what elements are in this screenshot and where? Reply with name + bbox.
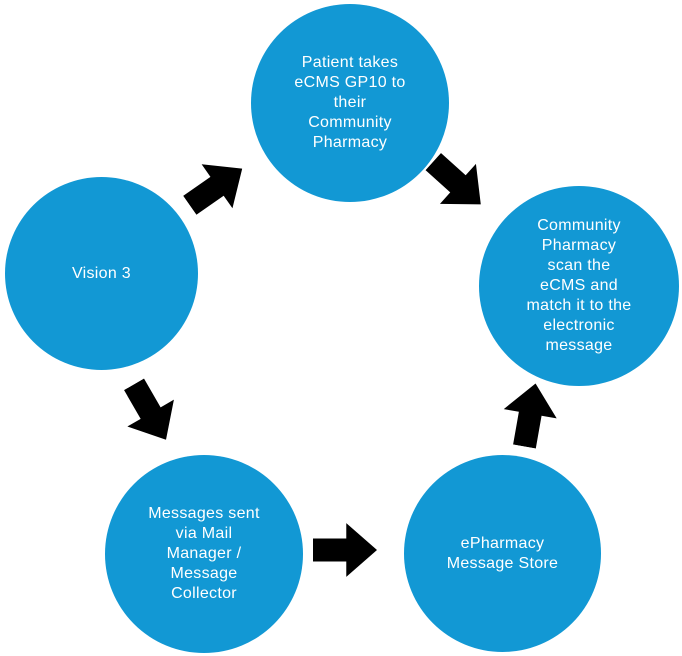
node-patient-takes: Patient takes eCMS GP10 to their Communi… — [251, 4, 449, 202]
node-messages-sent: Messages sent via Mail Manager / Message… — [105, 455, 303, 653]
node-epharmacy-message-store-label: ePharmacy Message Store — [446, 534, 559, 572]
node-patient-takes-label: Patient takes eCMS GP10 to their Communi… — [294, 54, 406, 151]
node-vision-3: Vision 3 — [5, 177, 198, 370]
node-messages-sent-label: Messages sent via Mail Manager / Message… — [148, 505, 260, 602]
block-arrow-icon — [313, 523, 377, 577]
node-community-pharmacy-scan-label: Community Pharmacy scan the eCMS and mat… — [526, 217, 632, 354]
arrow-messages-to-epharmacy-icon — [313, 523, 377, 577]
arrow-vision3-to-messages-icon — [111, 371, 190, 453]
block-arrow-icon — [124, 378, 174, 440]
arrow-vision3-to-patient-icon — [174, 147, 257, 228]
arrow-patient-to-community-icon — [415, 142, 499, 225]
block-arrow-icon — [183, 164, 243, 215]
node-vision-3-label: Vision 3 — [71, 264, 132, 282]
node-epharmacy-message-store: ePharmacy Message Store — [404, 455, 601, 652]
block-arrow-icon — [503, 383, 557, 449]
node-community-pharmacy-scan: Community Pharmacy scan the eCMS and mat… — [479, 186, 679, 386]
arrow-epharmacy-to-community-icon — [498, 379, 562, 451]
block-arrow-icon — [425, 153, 481, 205]
